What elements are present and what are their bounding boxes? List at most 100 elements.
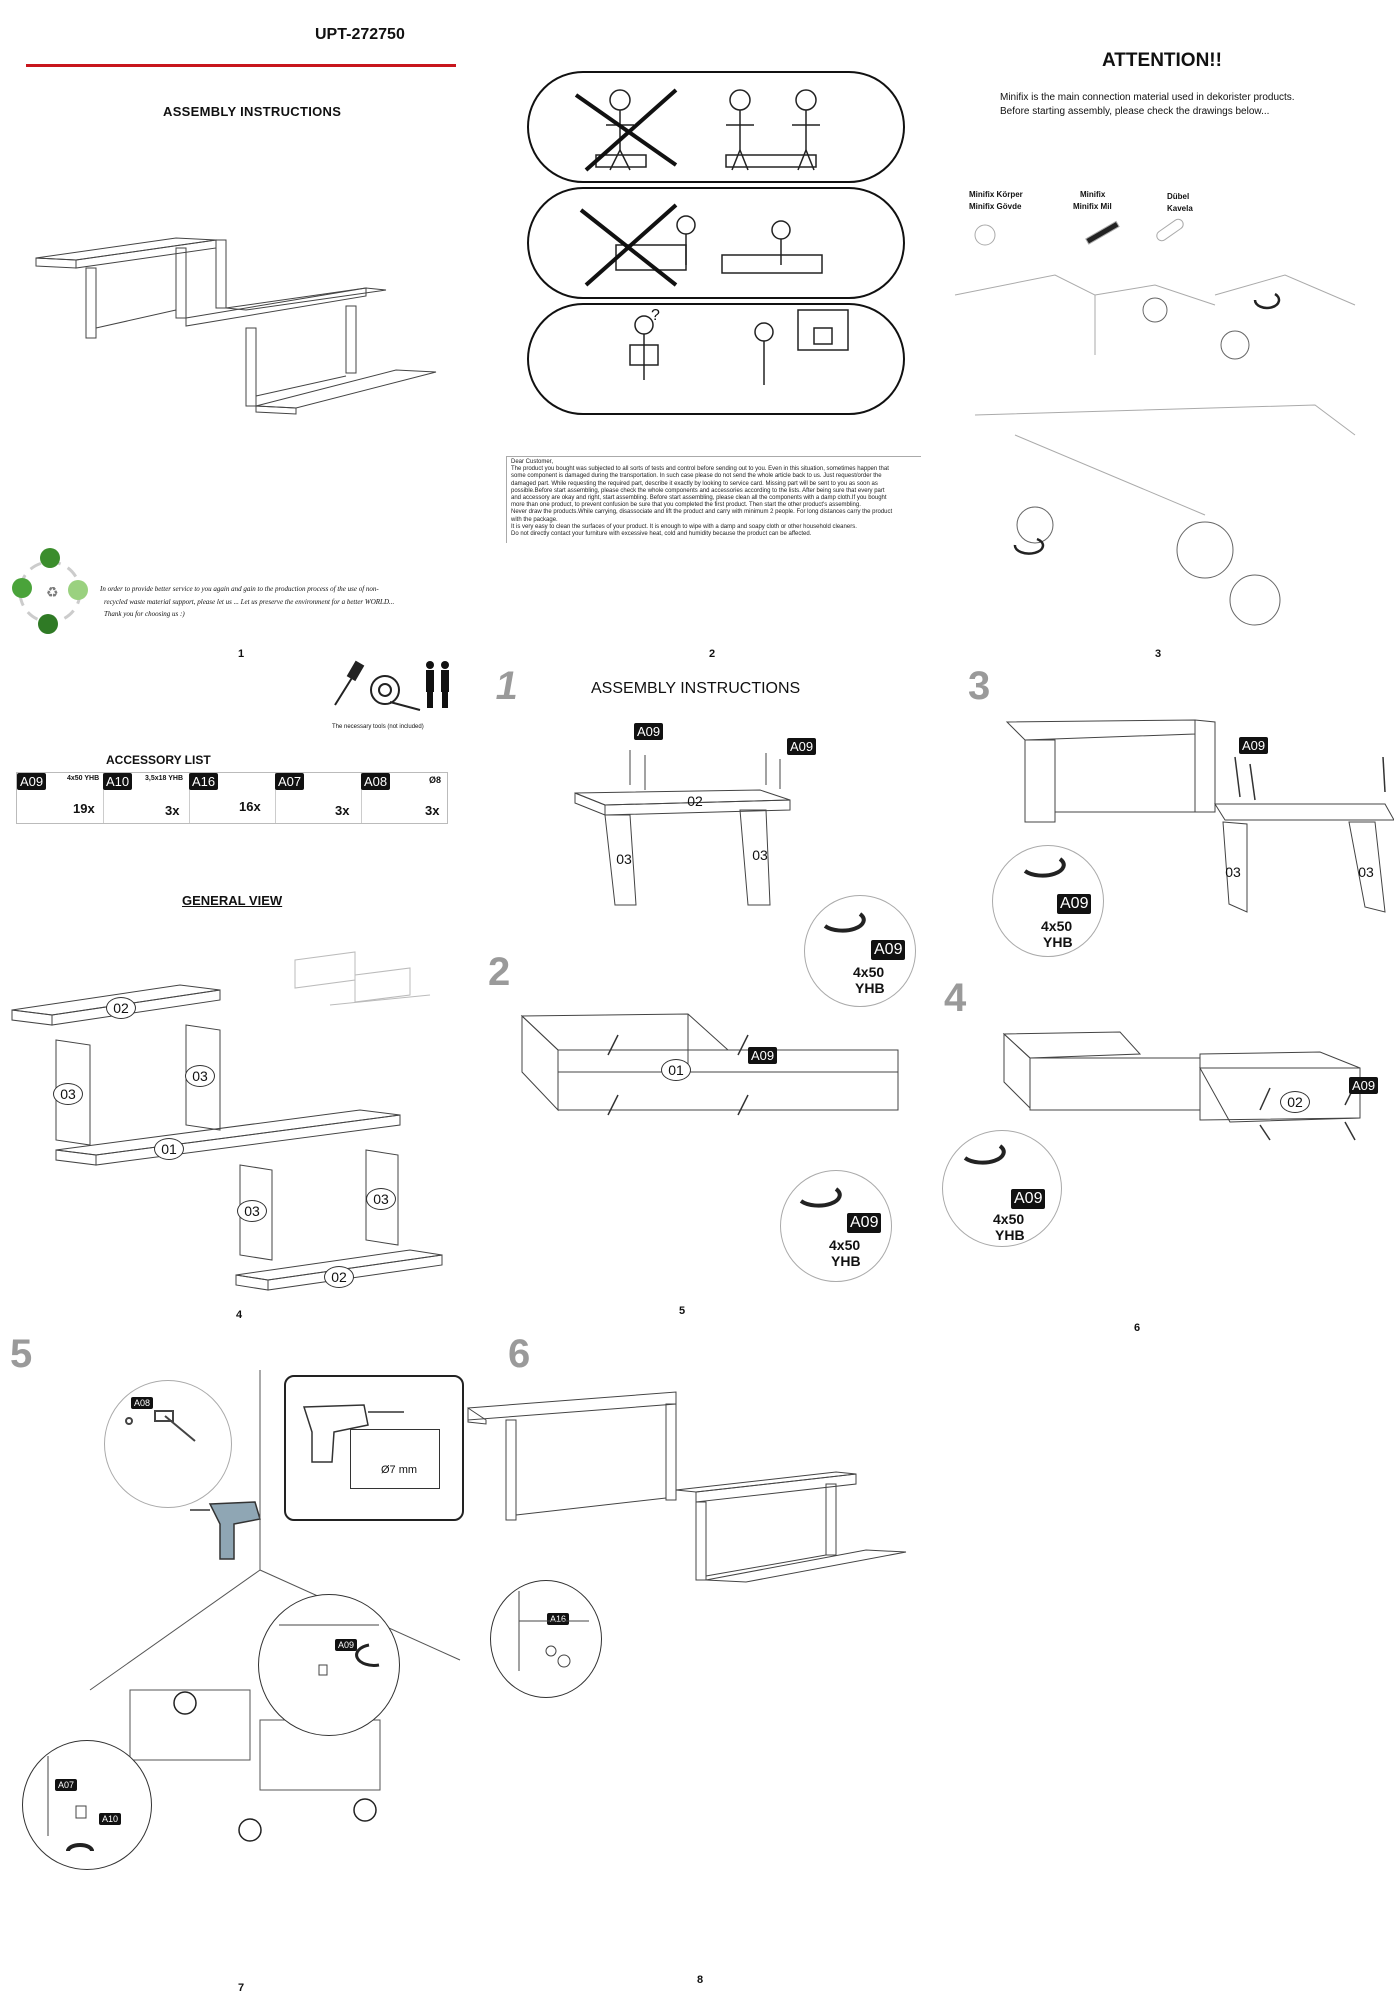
cross-mark-icon [574, 88, 678, 287]
page-number: 7 [238, 1982, 245, 1994]
accessory-tag-a07: A07 [55, 1779, 78, 1791]
accessory-spec: 3,5x18 YHB [145, 775, 184, 782]
accessory-cell: A08 Ø8 3x [361, 773, 447, 823]
accessory-qty: 16x [239, 799, 261, 814]
general-view-title: GENERAL VIEW [182, 893, 283, 908]
letter-dear: Dear Customer, [511, 459, 554, 465]
exploded-view-illustration [11, 951, 443, 1291]
accessory-tag-a09: A09 [335, 1639, 358, 1651]
drill-spec-inset: Ø7 mm [350, 1429, 440, 1489]
step3-illustration [1005, 719, 1394, 913]
drill-spec-label: Ø7 mm [381, 1464, 418, 1476]
customer-letter: Dear Customer, The product you bought wa… [506, 456, 921, 543]
part-label-03: 03 [752, 847, 768, 863]
part-label-03: 03 [1358, 864, 1374, 880]
accessory-cell: A09 4x50 YHB 19x [17, 773, 104, 823]
step2-illustration [520, 1013, 899, 1116]
part-label-01: 01 [661, 1059, 691, 1081]
screw-spec-1: 4x50 [1041, 918, 1073, 934]
eco-text-1: In order to provide better service to yo… [100, 585, 379, 593]
part-label-03: 03 [366, 1188, 396, 1210]
part-label-02: 02 [106, 997, 136, 1019]
letter-line: Never draw the products.While carrying, … [511, 509, 893, 516]
eco-text-3: Thank you for choosing us :) [104, 610, 185, 618]
accessory-table: A09 4x50 YHB 19x A10 3,5x18 YHB 3x A16 1… [16, 772, 448, 824]
recycling-icon: ♻ [12, 548, 88, 634]
accessory-qty: 3x [335, 803, 350, 818]
letter-line: The product you bought was subjected to … [511, 466, 889, 473]
page-title: ASSEMBLY INSTRUCTIONS [163, 104, 342, 119]
screw-spec-1: 4x50 [853, 964, 885, 980]
letter-line: damaged part. While requesting the requi… [511, 480, 878, 487]
page-number: 2 [709, 648, 716, 660]
step-number: 6 [508, 1332, 531, 1376]
step-number: 4 [944, 976, 967, 1020]
letter-line: It is very easy to clean the surfaces of… [511, 523, 857, 530]
part-label-03: 03 [185, 1065, 215, 1087]
part-label-01: 01 [154, 1138, 184, 1160]
part-label-02: 02 [1280, 1091, 1310, 1113]
drill-spec-box: Ø7 mm [284, 1375, 464, 1521]
accessory-qty: 3x [165, 803, 180, 818]
screw-spec-2: YHB [1043, 934, 1073, 950]
accessory-code: A07 [275, 773, 305, 790]
part-label-03: 03 [53, 1083, 83, 1105]
screw-tag-a09: A09 [1239, 737, 1269, 754]
step4-illustration [1002, 1031, 1361, 1141]
screw-detail-circle: A09 4x50 YHB [804, 895, 916, 1007]
accessory-qty: 3x [425, 803, 440, 818]
page-number: 4 [236, 1309, 243, 1321]
accessory-list-title: ACCESSORY LIST [106, 753, 211, 767]
screw-tag-a09: A09 [1349, 1077, 1379, 1094]
assembly-title: ASSEMBLY INSTRUCTIONS [591, 680, 801, 697]
final-shelf-illustration [467, 1391, 907, 1583]
step-number: 2 [488, 950, 511, 994]
part-label-02: 02 [324, 1266, 354, 1288]
accessory-tag-a08: A08 [131, 1397, 154, 1409]
product-code: UPT-272750 [315, 26, 405, 43]
letter-line: more than one product, to prevent confus… [511, 502, 861, 509]
accessory-cell: A16 16x [189, 773, 276, 823]
page-number: 1 [238, 648, 245, 660]
letter-line: and accessory are okay and right, start … [511, 495, 887, 502]
accessory-cell: A10 3,5x18 YHB 3x [103, 773, 190, 823]
screw-spec-1: 4x50 [829, 1237, 861, 1253]
tools-caption: The necessary tools (not included) [332, 724, 424, 730]
accessory-spec: Ø8 [429, 775, 442, 785]
screw-detail-circle: A09 4x50 YHB [780, 1170, 892, 1282]
two-persons-icon [426, 661, 449, 708]
wall-mount-illustration [89, 1370, 461, 1842]
svg-text:?: ? [651, 307, 660, 324]
screw-detail-circle: A09 4x50 YHB [992, 845, 1104, 957]
screw-spec-2: YHB [831, 1253, 861, 1269]
dowel-label-1: Dübel [1167, 192, 1190, 201]
accessory-code: A09 [17, 773, 47, 790]
attention-intro-1: Minifix is the main connection material … [1000, 92, 1295, 103]
page-number: 6 [1134, 1322, 1141, 1334]
screw-tag-a09: A09 [634, 723, 664, 740]
attention-title: ATTENTION!! [1102, 50, 1222, 71]
accessory-code: A16 [189, 773, 219, 790]
part-label-02: 02 [687, 793, 703, 809]
minifix-illustrations [954, 218, 1356, 626]
accessory-cell: A07 3x [275, 773, 362, 823]
step-number: 3 [968, 664, 991, 708]
hammer-detail-circle: A08 [104, 1380, 232, 1508]
page-number: 5 [679, 1305, 686, 1317]
accessory-tag-a10: A10 [99, 1813, 122, 1825]
part-label-03: 03 [1225, 864, 1241, 880]
step-number: 5 [10, 1332, 33, 1376]
minifix-body-label-2: Minifix Gövde [969, 202, 1022, 211]
dowel-label-2: Kavela [1167, 204, 1193, 213]
hanger-detail-circle: A16 [490, 1580, 602, 1698]
screw-tag-a09: A09 [1057, 894, 1092, 914]
accessory-code: A08 [361, 773, 391, 790]
minifix-pin-label-2: Minifix Mil [1073, 202, 1112, 211]
tools-icon [334, 660, 449, 711]
accessory-tag-a16: A16 [547, 1613, 570, 1625]
eco-text-2: recycled waste material support, please … [104, 598, 395, 606]
part-label-03: 03 [237, 1200, 267, 1222]
screw-spec-1: 4x50 [993, 1211, 1025, 1227]
screw-tag-a09: A09 [1011, 1189, 1046, 1209]
letter-line: some component is damaged during the tra… [511, 473, 882, 480]
